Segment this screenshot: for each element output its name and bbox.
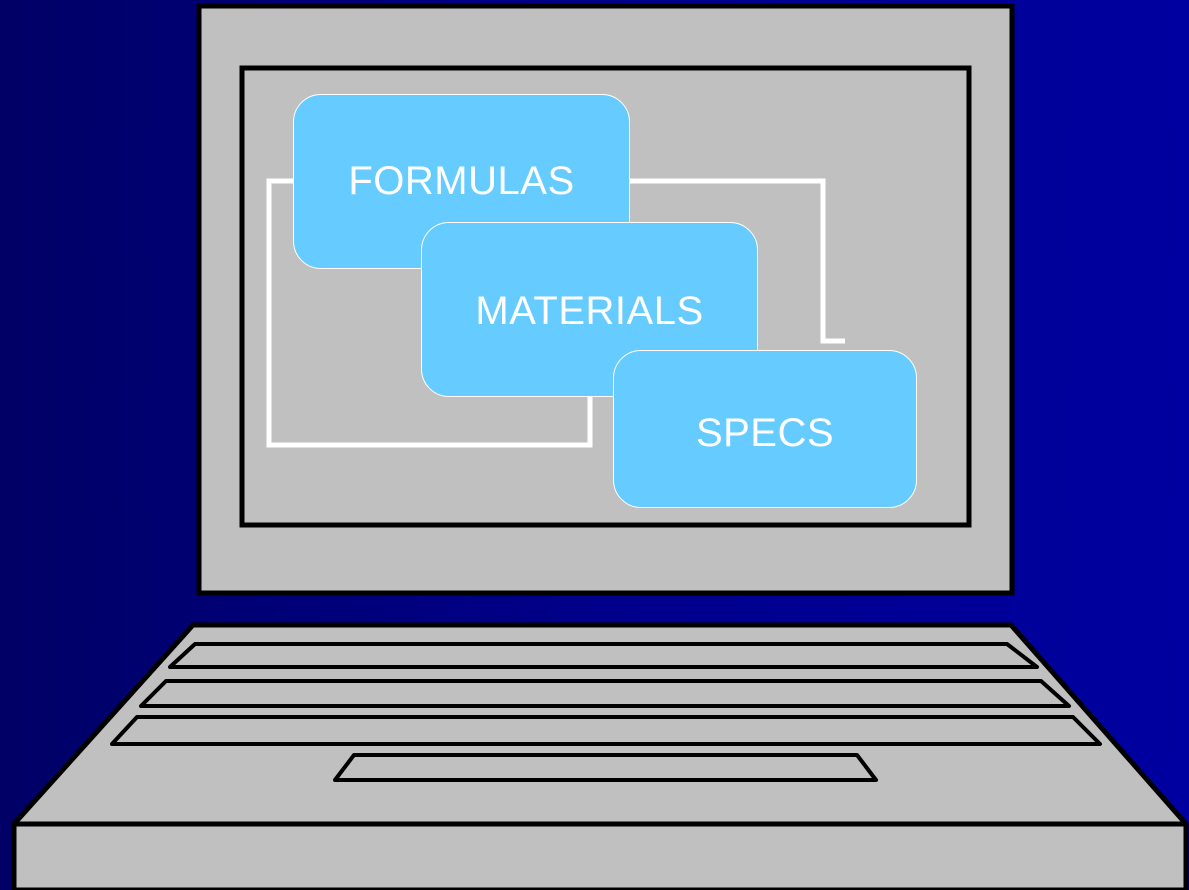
touchpad-icon [333,753,878,782]
specs-card: SPECS [613,350,917,508]
keyboard-icon [110,642,1102,746]
formulas-card-label: FORMULAS [348,159,575,203]
connector-line-formulas-specs [630,178,845,344]
specs-card-label: SPECS [695,411,835,455]
materials-card-label: MATERIALS [475,289,704,333]
connector-line-loop [266,178,593,448]
keyboard-row [139,679,1071,708]
keyboard-row [110,715,1102,746]
keyboard-row [168,642,1039,669]
